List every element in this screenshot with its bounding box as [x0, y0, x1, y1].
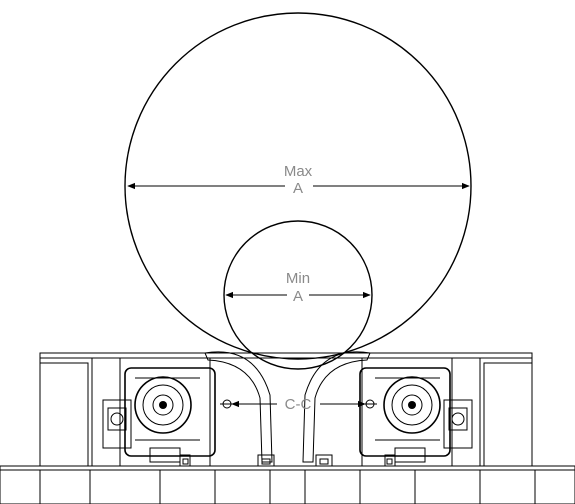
min-label: Min [286, 270, 310, 287]
min-diameter-circle [223, 220, 373, 370]
right-drive-motor [359, 367, 473, 467]
center-distance-dimension [220, 399, 377, 409]
max-label: Max [284, 163, 313, 180]
min-dimension-label: A [293, 288, 303, 305]
left-drive-motor [102, 367, 216, 467]
max-dimension-label: A [293, 180, 303, 197]
base-frame [0, 465, 575, 504]
center-distance-label: C-C [285, 396, 312, 413]
max-diameter-circle [124, 12, 472, 360]
left-roller-bracket [204, 351, 275, 467]
